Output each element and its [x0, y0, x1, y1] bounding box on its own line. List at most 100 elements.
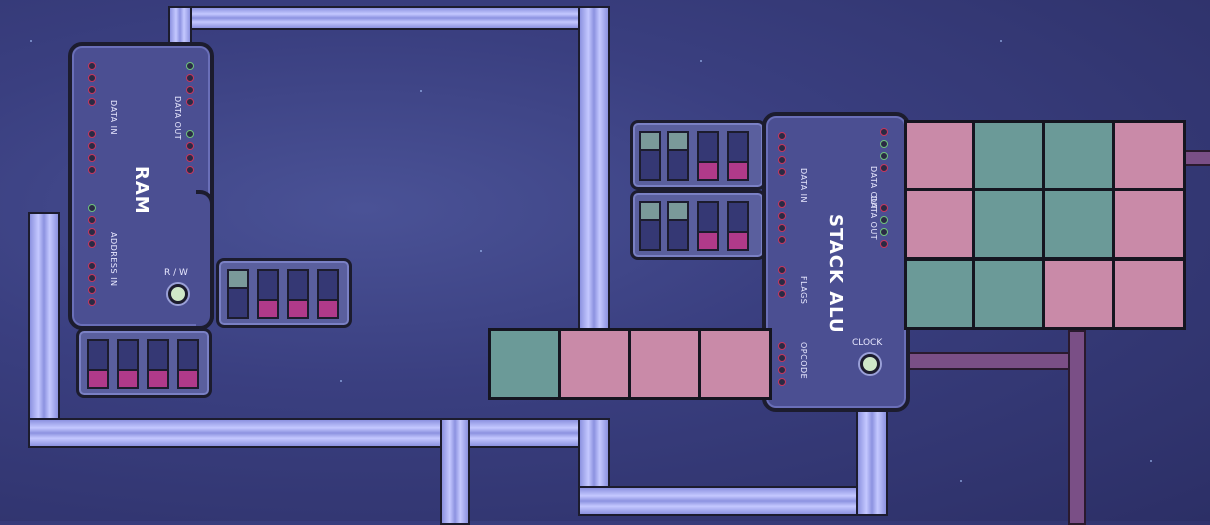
purple-wire [1182, 150, 1210, 166]
alu-opcode-label: OPCODE [799, 342, 808, 380]
alu-io-dot [880, 228, 888, 236]
alu-clock-button[interactable] [860, 354, 880, 374]
star [700, 60, 702, 62]
toggle-switch[interactable] [317, 269, 339, 319]
toggle-switch[interactable] [697, 201, 719, 251]
output-cell [1112, 120, 1186, 192]
alu-io-dot [778, 200, 786, 208]
ram-data-in-label: DATA IN [109, 100, 118, 135]
alu-io-dot [778, 278, 786, 286]
wire-alu-bottom [578, 486, 888, 516]
toggle-switch[interactable] [87, 339, 109, 389]
alu-io-dot [778, 132, 786, 140]
toggle-switch[interactable] [287, 269, 309, 319]
ram-io-dot [186, 98, 194, 106]
alu-io-dot [880, 152, 888, 160]
toggle-switch[interactable] [147, 339, 169, 389]
ram-io-dot [88, 262, 96, 270]
ram-rw-label: R / W [164, 268, 188, 278]
alu-clock-label: CLOCK [852, 338, 883, 348]
wire-alu-clock [856, 400, 888, 516]
ram-io-dot [88, 216, 96, 224]
ram-data-switches [216, 258, 352, 328]
output-cell [1042, 188, 1116, 260]
ram-io-dot [88, 240, 96, 248]
ram-io-dot [88, 286, 96, 294]
star [960, 480, 962, 482]
wire-vertical-center [578, 6, 610, 334]
purple-wire [900, 352, 1084, 370]
alu-input-switches-a [630, 120, 766, 190]
ram-io-dot [186, 86, 194, 94]
ram-io-dot [88, 130, 96, 138]
output-cell [972, 188, 1046, 260]
output-cell [1042, 258, 1116, 330]
alu-io-dot [880, 164, 888, 172]
alu-io-dot [778, 378, 786, 386]
alu-io-dot [880, 128, 888, 136]
ram-io-dot [88, 228, 96, 236]
wire-bottom-down [440, 418, 470, 525]
output-cell [1042, 120, 1116, 192]
ram-io-dot [186, 166, 194, 174]
ram-rw-button[interactable] [168, 284, 188, 304]
alu-io-dot [880, 216, 888, 224]
toggle-switch[interactable] [697, 131, 719, 181]
alu-io-dot [778, 156, 786, 164]
toggle-switch[interactable] [227, 269, 249, 319]
alu-io-dot [778, 224, 786, 232]
alu-input-switches-b [630, 190, 766, 260]
ram-io-dot [186, 142, 194, 150]
toggle-switch[interactable] [667, 201, 689, 251]
alu-io-dot [778, 354, 786, 362]
output-cell [904, 120, 978, 192]
output-cell [972, 258, 1046, 330]
ram-io-dot [186, 62, 194, 70]
output-cell [972, 120, 1046, 192]
ram-io-dot [88, 274, 96, 282]
wire-bottom [28, 418, 602, 448]
output-cell [1112, 258, 1186, 330]
ram-io-dot [88, 142, 96, 150]
alu-data-out-label-2: DATA OUT [869, 196, 878, 241]
opcode-cell [488, 328, 562, 400]
alu-io-dot [778, 266, 786, 274]
alu-data-in-label: DATA IN [799, 168, 808, 203]
alu-io-dot [778, 144, 786, 152]
alu-flags-label: FLAGS [799, 276, 808, 305]
toggle-switch[interactable] [177, 339, 199, 389]
ram-address-switches [76, 328, 212, 398]
star [340, 380, 342, 382]
wire-left [28, 212, 60, 446]
star [1150, 460, 1152, 462]
ram-io-dot [88, 166, 96, 174]
ram-io-dot [186, 154, 194, 162]
toggle-switch[interactable] [257, 269, 279, 319]
toggle-switch[interactable] [639, 201, 661, 251]
alu-io-dot [880, 240, 888, 248]
toggle-switch[interactable] [117, 339, 139, 389]
alu-io-dot [880, 204, 888, 212]
ram-io-dot [88, 154, 96, 162]
toggle-switch[interactable] [727, 201, 749, 251]
star [480, 250, 482, 252]
alu-io-dot [880, 140, 888, 148]
ram-io-dot [88, 298, 96, 306]
output-cell [904, 188, 978, 260]
ram-address-in-label: ADDRESS IN [109, 232, 118, 287]
ram-io-dot [88, 86, 96, 94]
ram-io-dot [88, 62, 96, 70]
toggle-switch[interactable] [727, 131, 749, 181]
ram-io-dot [186, 74, 194, 82]
star [420, 90, 422, 92]
alu-io-dot [778, 236, 786, 244]
opcode-cell [558, 328, 632, 400]
toggle-switch[interactable] [639, 131, 661, 181]
toggle-switch[interactable] [667, 131, 689, 181]
ram-io-dot [88, 74, 96, 82]
ram-io-dot [88, 204, 96, 212]
alu-io-dot [778, 342, 786, 350]
wire-top [168, 6, 602, 30]
ram-io-dot [186, 130, 194, 138]
